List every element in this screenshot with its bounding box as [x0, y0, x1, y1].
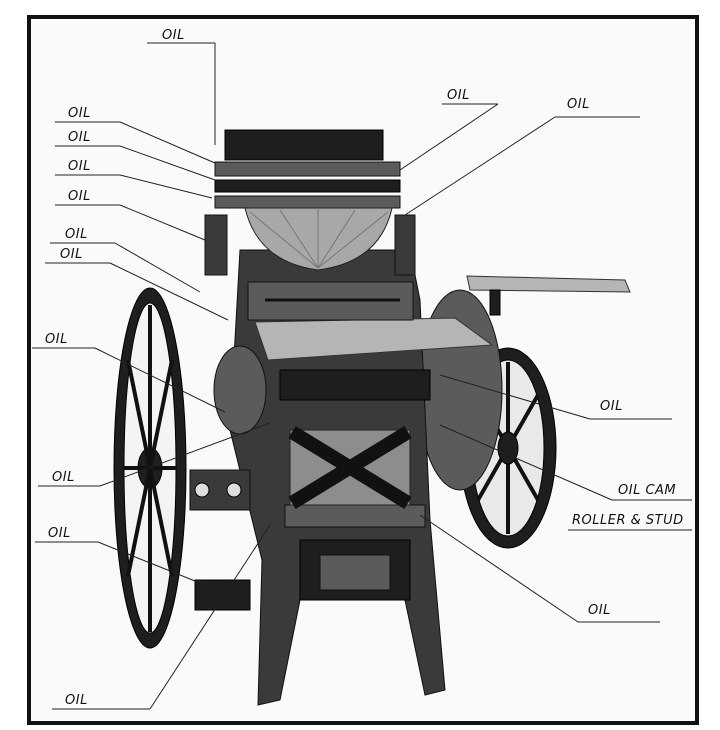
callout-oil-top: OIL: [147, 28, 216, 145]
callout-leader-line: [119, 204, 206, 241]
callout-label: OIL: [600, 399, 623, 414]
callout-oil-left-8: OIL: [38, 422, 271, 487]
callout-leader-line: [119, 121, 216, 164]
callout-leader-line: [97, 541, 206, 586]
callout-label: OIL: [48, 526, 71, 541]
callout-leader-line: [399, 103, 499, 171]
callout-leader-line: [119, 174, 213, 199]
callout-roller-stud: ROLLER & STUD: [568, 513, 692, 531]
callout-oil-left-9: OIL: [35, 526, 206, 586]
callout-label: OIL: [60, 247, 83, 262]
callout-oil-right-top-1: OIL: [399, 88, 499, 171]
press-frame: [189, 249, 446, 706]
callout-oil-left-7: OIL: [32, 332, 226, 413]
callout-labels: OIL OIL OIL OIL OIL OIL OIL OIL OIL OIL OIL OIL OIL O…: [32, 28, 692, 710]
callout-oil-right-bottom: OIL: [419, 514, 660, 623]
callout-oil-right-top-2: OIL: [404, 97, 640, 216]
callout-label: OIL: [567, 97, 590, 112]
callout-leader-line: [419, 514, 579, 623]
callout-label: OIL: [65, 227, 88, 242]
callout-label: OIL: [52, 470, 75, 485]
printing-press-illustration: [113, 129, 631, 706]
callout-label: OIL: [65, 693, 88, 708]
callout-leader-line: [149, 524, 271, 710]
callout-label: OIL: [162, 28, 185, 43]
callout-oil-bottom: OIL: [52, 524, 271, 710]
callout-label: OIL: [68, 130, 91, 145]
callout-leader-line: [94, 347, 226, 413]
callout-label: ROLLER & STUD: [572, 513, 684, 528]
callout-label: OIL: [68, 189, 91, 204]
callout-label: OIL: [68, 159, 91, 174]
callout-leader-line: [109, 262, 229, 321]
callout-oil-left-2: OIL: [55, 130, 216, 181]
press-bed: [247, 281, 494, 361]
callout-label: OIL: [588, 603, 611, 618]
callout-leader-line: [439, 374, 591, 420]
callout-label: OIL: [68, 106, 91, 121]
callout-oil-left-3: OIL: [55, 159, 213, 199]
callout-oil-right-1: OIL: [439, 374, 672, 420]
callout-oil-cam: OIL CAM: [439, 424, 692, 501]
callout-oil-left-5: OIL: [50, 227, 201, 293]
callout-oil-left-1: OIL: [55, 106, 216, 164]
callout-leader-line: [404, 116, 556, 216]
callout-leader-line: [114, 242, 201, 293]
callout-label: OIL: [45, 332, 68, 347]
callout-label: OIL CAM: [618, 483, 676, 498]
callout-leader-line: [439, 424, 613, 501]
ink-disc-assembly: [204, 129, 416, 276]
feed-board: [466, 275, 631, 316]
callout-leader-line: [99, 422, 271, 487]
callout-leader-line: [119, 145, 216, 181]
callout-label: OIL: [447, 88, 470, 103]
callout-oil-left-6: OIL: [45, 247, 229, 321]
callout-oil-left-4: OIL: [55, 189, 206, 241]
